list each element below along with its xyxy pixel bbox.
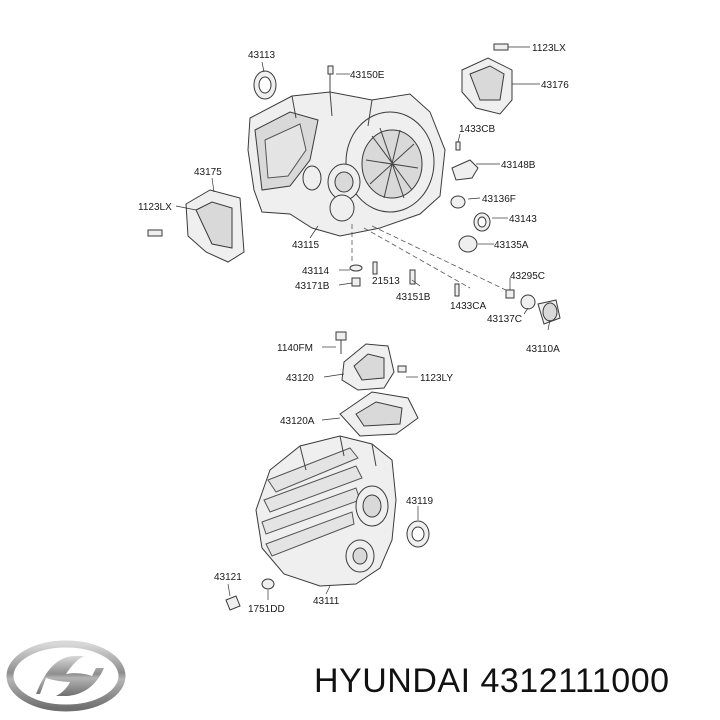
callout-43110A: 43110A [526,344,560,355]
callout-43148B: 43148B [501,160,536,171]
callout-1140FM: 1140FM [277,343,313,354]
callout-43115: 43115 [292,240,320,251]
bracket-43175 [147,189,245,263]
callout-43111: 43111 [313,596,340,607]
part-title: HYUNDAI 4312111000 [314,662,670,700]
callout-43136F: 43136F [482,194,516,205]
oil-seal-43119 [406,520,430,548]
transmission-exploded-diagram: 43113 43150E 1123LX 43176 1433CB 43148B … [138,43,569,615]
callout-43176: 43176 [541,80,569,91]
callout-1751DD: 1751DD [248,604,285,615]
callout-43151B: 43151B [396,292,431,303]
hyundai-logo [6,640,126,712]
callout-43120A: 43120A [280,416,315,427]
callout-1123LX-left: 1123LX [138,202,172,213]
callout-43120: 43120 [286,373,314,384]
callout-1433CB: 1433CB [459,124,495,135]
callout-43295C: 43295C [510,271,545,282]
callout-1123LX-top: 1123LX [532,43,566,54]
callout-43171B: 43171B [295,281,330,292]
callout-43143: 43143 [509,214,537,225]
callout-43175: 43175 [194,167,222,178]
mount-bracket-43120 [335,331,407,391]
callout-43119: 43119 [406,496,434,507]
small-parts-bottom [349,261,416,287]
oil-seal-43113 [253,70,277,100]
mount-plate-43120A [339,391,419,437]
callout-1123LY: 1123LY [420,373,453,384]
callout-21513: 21513 [372,276,400,287]
drain-plug-43121 [225,578,275,611]
clutch-housing [247,91,511,293]
bracket-43176 [461,43,513,115]
small-parts-right [450,141,561,325]
callout-43121: 43121 [214,572,242,583]
callout-1433CA: 1433CA [450,301,486,312]
callout-labels: 43113 43150E 1123LX 43176 1433CB 43148B … [138,43,569,615]
callout-43135A: 43135A [494,240,529,251]
callout-43113: 43113 [248,50,276,61]
transmission-case [255,435,397,587]
callout-43137C: 43137C [487,314,522,325]
bolt-43150E [327,65,334,94]
callout-43150E: 43150E [350,70,385,81]
callout-43114: 43114 [302,266,330,277]
leader-lines [175,46,551,600]
